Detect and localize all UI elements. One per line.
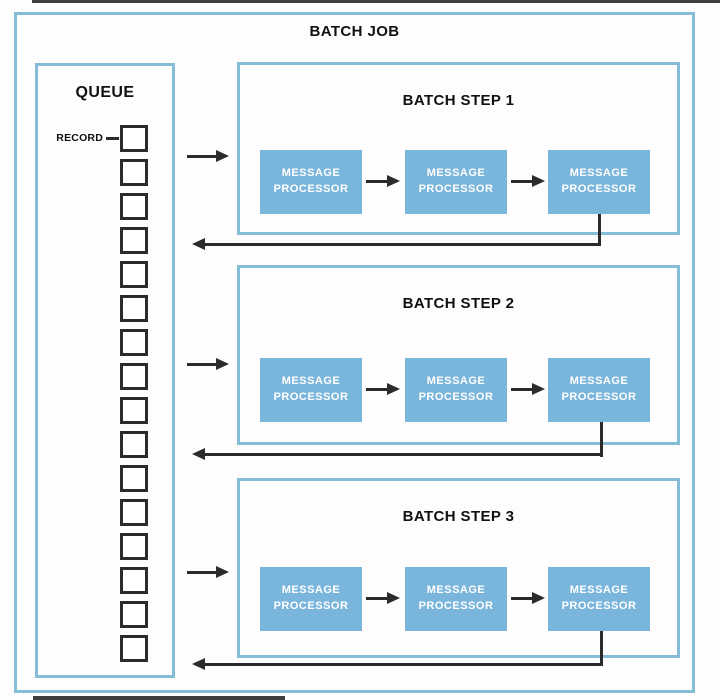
arrowhead-right-icon [387, 592, 400, 604]
batch-step-1-title: BATCH STEP 1 [402, 92, 515, 109]
arrow-line [204, 453, 603, 456]
record-square [120, 227, 148, 254]
arrow-line [598, 214, 601, 246]
arrow-line [187, 363, 217, 366]
message-processor-label: MESSAGE [281, 167, 341, 180]
queue-box: QUEUE RECORD [35, 63, 175, 678]
arrow-line [511, 597, 533, 600]
arrow-line [511, 180, 533, 183]
queue-records [120, 125, 148, 662]
message-processor-label: MESSAGE [569, 584, 629, 597]
arrowhead-right-icon [216, 566, 229, 578]
arrowhead-right-icon [532, 175, 545, 187]
screenshot-artifact-top [32, 0, 720, 3]
message-processor-label: PROCESSOR [561, 183, 637, 195]
batch-step-2-box: BATCH STEP 2 MESSAGE PROCESSOR MESSAGE P… [237, 265, 680, 445]
message-processor-label: MESSAGE [281, 584, 341, 597]
record-square [120, 397, 148, 424]
arrowhead-left-icon [192, 658, 205, 670]
message-processor-box: MESSAGE PROCESSOR [260, 150, 362, 214]
record-square [120, 567, 148, 594]
arrowhead-right-icon [216, 358, 229, 370]
message-processor-label: PROCESSOR [561, 391, 637, 403]
record-square [120, 159, 148, 186]
arrowhead-right-icon [532, 592, 545, 604]
message-processor-label: PROCESSOR [273, 600, 349, 612]
arrow-line [600, 422, 603, 457]
arrow-line [511, 388, 533, 391]
message-processor-label: PROCESSOR [418, 391, 494, 403]
message-processor-label: MESSAGE [426, 375, 486, 388]
screenshot-artifact-bottom [33, 696, 285, 700]
arrow-line [600, 631, 603, 666]
arrow-line [366, 597, 388, 600]
record-square [120, 431, 148, 458]
message-processor-box: MESSAGE PROCESSOR [548, 567, 650, 631]
message-processor-label: MESSAGE [426, 167, 486, 180]
record-square [120, 329, 148, 356]
arrowhead-right-icon [387, 383, 400, 395]
record-square [120, 125, 148, 152]
batch-step-3-title: BATCH STEP 3 [402, 508, 515, 525]
arrow-line [204, 663, 603, 666]
message-processor-box: MESSAGE PROCESSOR [405, 358, 507, 422]
message-processor-box: MESSAGE PROCESSOR [260, 567, 362, 631]
record-square [120, 635, 148, 662]
batch-step-1-box: BATCH STEP 1 MESSAGE PROCESSOR MESSAGE P… [237, 62, 680, 235]
record-square [120, 363, 148, 390]
record-square [120, 261, 148, 288]
arrowhead-right-icon [216, 150, 229, 162]
message-processor-box: MESSAGE PROCESSOR [548, 150, 650, 214]
message-processor-box: MESSAGE PROCESSOR [260, 358, 362, 422]
message-processor-label: MESSAGE [426, 584, 486, 597]
message-processor-label: MESSAGE [281, 375, 341, 388]
record-square [120, 601, 148, 628]
record-square [120, 499, 148, 526]
batch-job-outline [14, 12, 695, 693]
record-pointer-line [106, 137, 119, 140]
arrow-line [187, 571, 217, 574]
arrowhead-left-icon [192, 238, 205, 250]
arrow-line [366, 388, 388, 391]
arrowhead-left-icon [192, 448, 205, 460]
record-square [120, 295, 148, 322]
message-processor-label: MESSAGE [569, 167, 629, 180]
message-processor-box: MESSAGE PROCESSOR [405, 150, 507, 214]
message-processor-box: MESSAGE PROCESSOR [548, 358, 650, 422]
message-processor-label: MESSAGE [569, 375, 629, 388]
batch-job-title: BATCH JOB [309, 23, 400, 40]
batch-step-3-box: BATCH STEP 3 MESSAGE PROCESSOR MESSAGE P… [237, 478, 680, 658]
record-label: RECORD [56, 132, 103, 144]
record-square [120, 193, 148, 220]
message-processor-label: PROCESSOR [418, 183, 494, 195]
batch-step-2-title: BATCH STEP 2 [402, 295, 515, 312]
record-square [120, 533, 148, 560]
message-processor-label: PROCESSOR [273, 391, 349, 403]
message-processor-label: PROCESSOR [273, 183, 349, 195]
arrow-line [366, 180, 388, 183]
arrow-line [187, 155, 217, 158]
arrowhead-right-icon [532, 383, 545, 395]
message-processor-label: PROCESSOR [418, 600, 494, 612]
message-processor-box: MESSAGE PROCESSOR [405, 567, 507, 631]
record-square [120, 465, 148, 492]
arrow-line [204, 243, 601, 246]
arrowhead-right-icon [387, 175, 400, 187]
queue-title: QUEUE [75, 84, 135, 101]
message-processor-label: PROCESSOR [561, 600, 637, 612]
